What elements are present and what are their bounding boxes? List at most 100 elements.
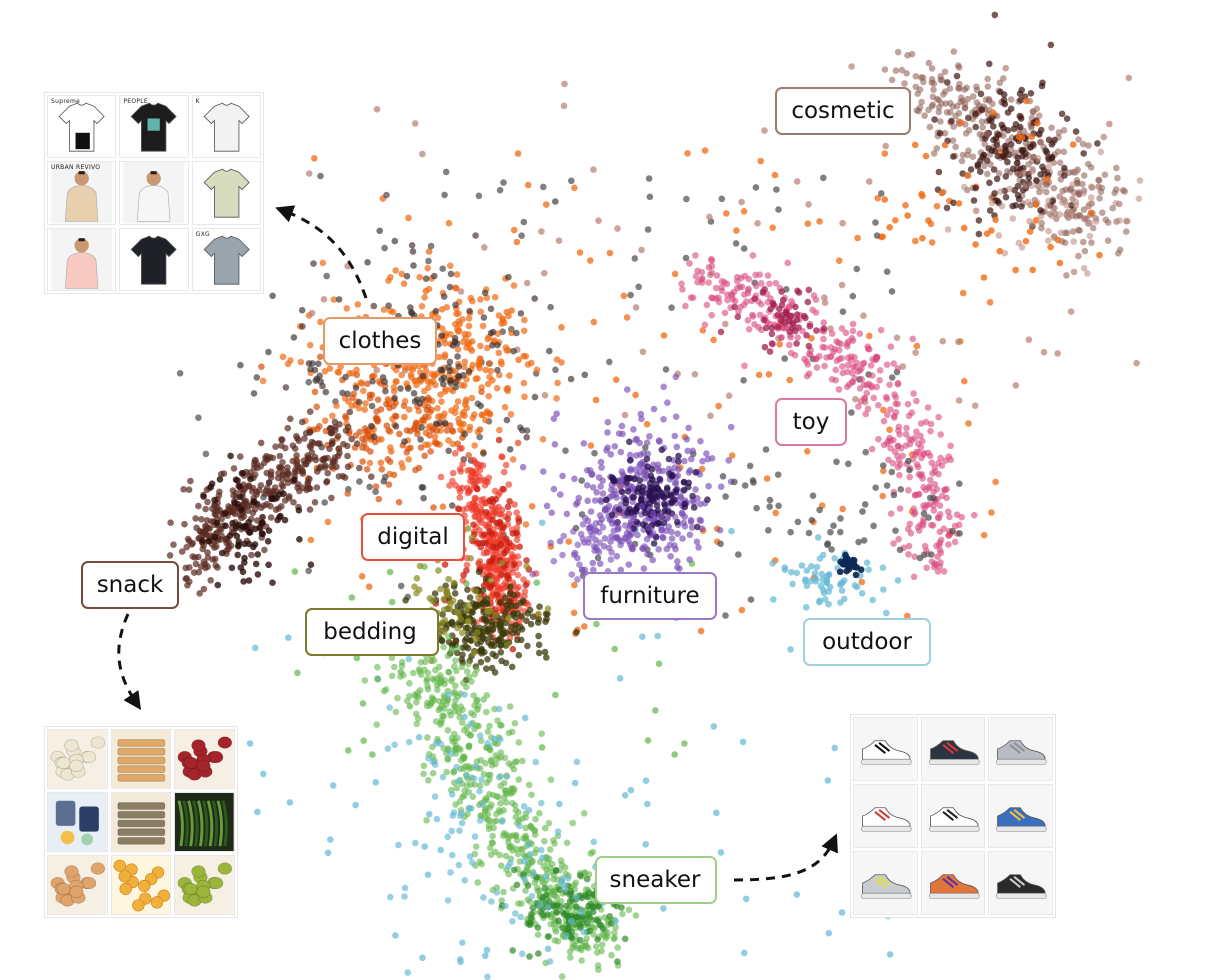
scatter-point [1012,266,1019,274]
scatter-point [1058,110,1066,118]
scatter-point [529,613,537,620]
scatter-point [708,455,716,462]
scatter-point [521,393,528,401]
scatter-point [352,384,360,392]
scatter-point [880,586,887,593]
scatter-point [984,170,991,178]
scatter-point [766,280,773,288]
scatter-point [931,116,938,123]
scatter-point [805,350,813,358]
scatter-point [965,420,972,427]
scatter-point [1105,219,1112,226]
scatter-point [858,578,866,586]
scatter-point [410,262,417,269]
scatter-point [555,917,562,925]
scatter-point [642,841,649,848]
scatter-point [524,610,532,617]
scatter-point [898,66,906,74]
scatter-point [678,280,685,288]
scatter-point [516,822,523,830]
scatter-point [451,590,459,597]
scatter-point [626,438,633,446]
scatter-point [544,605,552,612]
scatter-point [843,567,850,575]
scatter-point [307,561,315,568]
scatter-point [940,568,948,575]
scatter-point [820,174,827,182]
scatter-point [731,297,739,305]
scatter-point [852,395,859,403]
scatter-point [769,560,776,567]
scatter-point [463,404,471,412]
scatter-point [1037,138,1045,146]
scatter-point [675,458,682,465]
scatter-point [962,130,970,137]
scatter-point [520,327,528,335]
scatter-point [1080,190,1088,197]
scatter-point [455,778,462,785]
scatter-point [305,567,313,575]
scatter-point [468,534,476,542]
scatter-point [509,947,516,954]
scatter-point [1007,146,1015,153]
snack-pack-icon [47,792,108,852]
scatter-point [423,406,431,414]
scatter-point [214,564,221,571]
scatter-point [455,419,463,427]
scatter-point [621,534,628,542]
scatter-point [838,587,846,594]
scatter-point [858,375,865,383]
scatter-point [784,259,791,267]
scatter-point [1062,186,1070,193]
scatter-point [624,488,632,495]
scatter-point [634,531,641,539]
scatter-point [692,273,700,280]
scatter-point [584,920,591,927]
scatter-point [741,949,748,957]
scatter-point [500,524,507,531]
scatter-point [886,224,893,231]
scatter-point [596,560,604,567]
scatter-point [831,555,838,562]
scatter-point [471,442,478,449]
scatter-point [594,936,601,943]
scatter-point [891,391,898,398]
scatter-point [225,545,232,553]
scatter-point [497,736,504,743]
scatter-point [716,526,724,534]
scatter-point [821,299,829,307]
scatter-point [311,388,319,396]
scatter-point [237,361,244,369]
scatter-point [365,583,373,590]
scatter-point [805,529,813,537]
scatter-point [615,506,623,513]
scatter-point [406,702,414,710]
thumbnail-caption: K [195,98,200,105]
scatter-point [570,528,577,535]
scatter-point [877,326,885,334]
scatter-point [195,414,202,422]
scatter-point [385,302,392,310]
scatter-point [481,244,488,251]
scatter-point [290,334,298,341]
scatter-point [455,505,463,513]
scatter-point [510,282,518,289]
scatter-point [344,490,352,497]
scatter-point [352,801,359,809]
scatter-point [284,479,292,487]
scatter-point [279,470,287,478]
scatter-point [907,530,915,537]
scatter-point [920,502,927,509]
scatter-point [944,226,952,233]
scatter-point [559,924,566,932]
scatter-point [485,392,493,400]
scatter-point [692,252,699,259]
scatter-point [928,459,936,467]
scatter-point [265,348,272,356]
scatter-point [930,563,938,571]
scatter-point [646,492,654,500]
scatter-point [465,368,473,375]
scatter-point [397,673,404,680]
scatter-point [949,527,956,535]
scatter-point [681,740,688,747]
